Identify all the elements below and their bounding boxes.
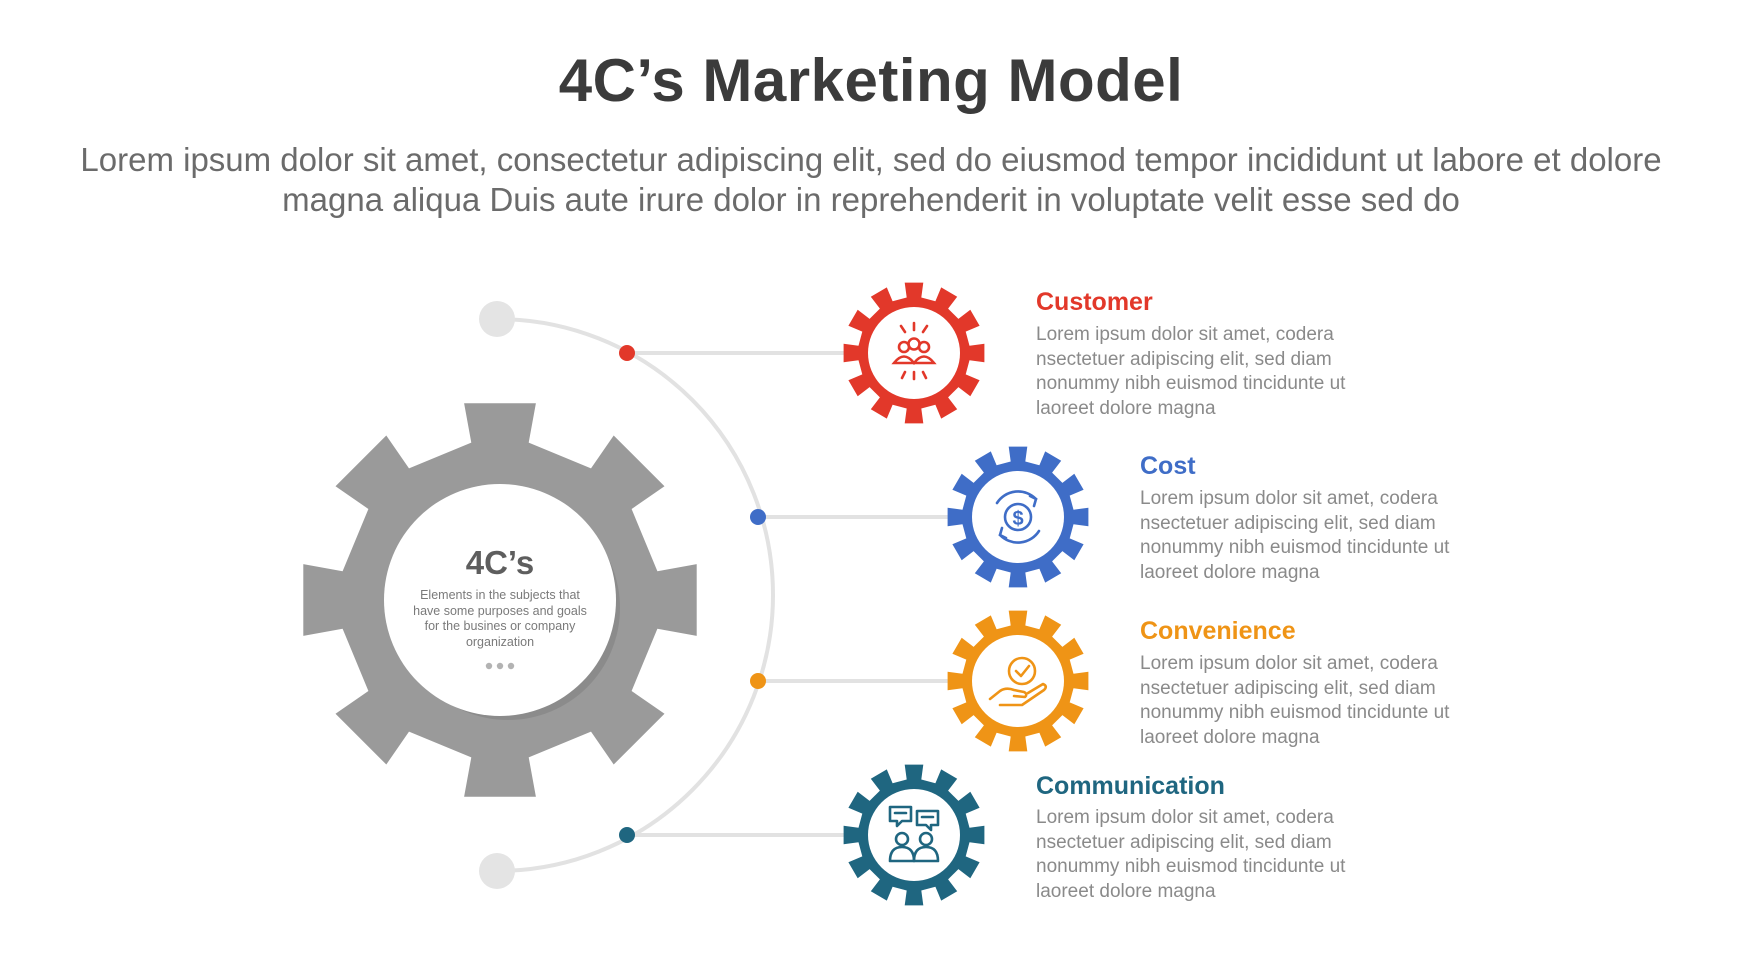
gear-convenience [947, 610, 1089, 752]
dollar-cycle-icon [995, 490, 1041, 544]
gear-cost [947, 446, 1089, 588]
arc-dot-cost [750, 509, 766, 525]
gear-customer [843, 282, 985, 424]
page-subtitle: Lorem ipsum dolor sit amet, consectetur … [80, 141, 1662, 218]
center-description: Elements in the subjects that have some … [413, 588, 587, 649]
arc-dot-customer [619, 345, 635, 361]
chat-people-icon [888, 805, 940, 863]
item-title-convenience: Convenience [1140, 617, 1296, 645]
center-title: 4C’s [465, 544, 535, 581]
item-title-cost: Cost [1140, 452, 1196, 480]
arc-dot-communication [619, 827, 635, 843]
center-gear-hub [384, 484, 616, 716]
item-desc-convenience: Lorem ipsum dolor sit amet, codera nsect… [1140, 653, 1450, 748]
dollar-sign: $ [1012, 508, 1023, 530]
center-gear [303, 403, 697, 797]
arc-end-dot [479, 853, 515, 889]
item-desc-customer: Lorem ipsum dolor sit amet, codera nsect… [1036, 324, 1346, 419]
hand-check-icon [988, 656, 1048, 707]
item-desc-cost: Lorem ipsum dolor sit amet, codera nsect… [1140, 488, 1450, 583]
item-desc-communication: Lorem ipsum dolor sit amet, codera nsect… [1036, 807, 1346, 902]
item-title-customer: Customer [1036, 288, 1153, 316]
group-icon [891, 321, 937, 381]
arc-start-dot [479, 301, 515, 337]
ellipsis-icon [485, 662, 515, 670]
item-title-communication: Communication [1036, 772, 1225, 800]
gear-communication [843, 764, 985, 906]
page-title: 4C’s Marketing Model [558, 47, 1184, 114]
arc-dot-convenience [750, 673, 766, 689]
